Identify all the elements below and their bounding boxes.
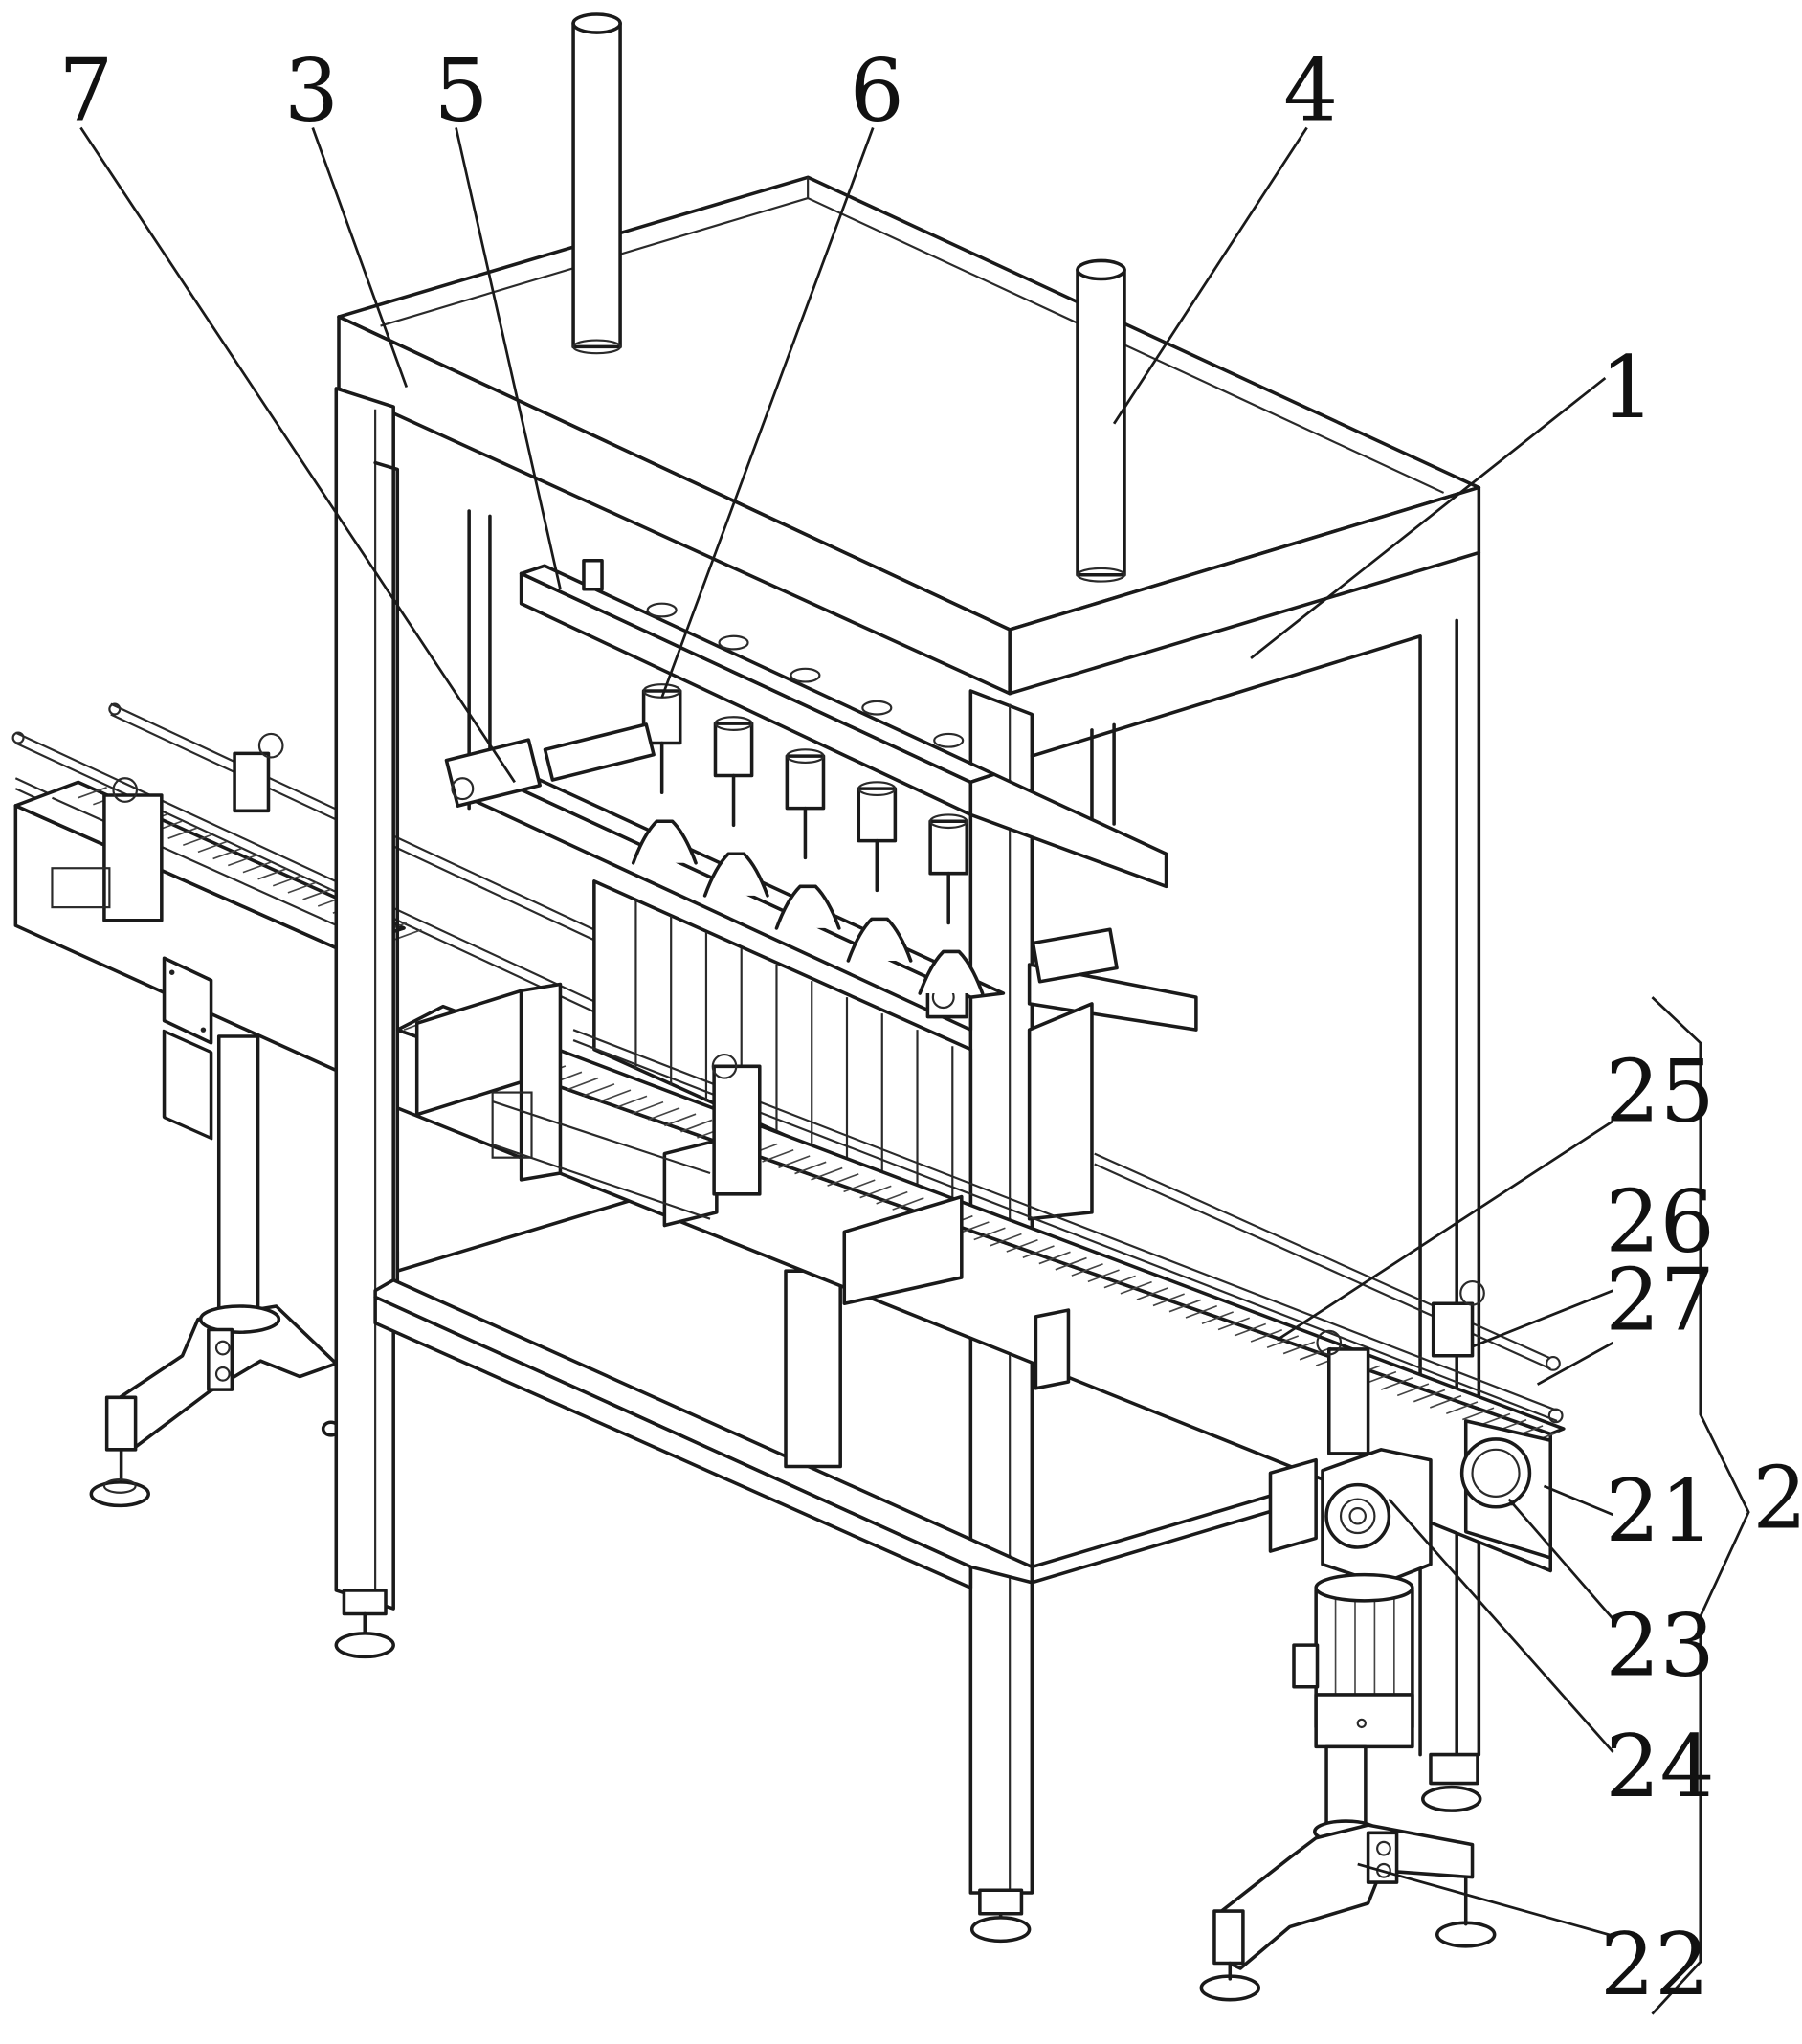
conveyor-slat xyxy=(257,868,287,880)
label-6: 6 xyxy=(850,41,904,141)
conveyor-slat xyxy=(242,860,273,874)
drive-assembly xyxy=(1199,1419,1552,2002)
conveyor-slat xyxy=(648,1107,680,1121)
nozzle-top xyxy=(857,781,897,797)
conveyor-slat xyxy=(1152,1293,1185,1307)
conveyor-slat xyxy=(582,1083,615,1097)
conveyor-slat xyxy=(1055,1256,1087,1271)
bottle-shoulder xyxy=(631,819,698,865)
bottle-shoulder xyxy=(702,852,769,898)
conveyor-slat xyxy=(876,1190,908,1205)
filling-assembly xyxy=(444,558,1198,1469)
conveyor-slat xyxy=(1087,1269,1120,1283)
conveyor-slat xyxy=(811,1166,843,1181)
conveyor-slat xyxy=(183,833,212,847)
label-25: 25 xyxy=(1605,1043,1714,1143)
label-24: 24 xyxy=(1605,1718,1714,1817)
label-22: 22 xyxy=(1600,1916,1709,2015)
nozzle-top xyxy=(929,813,968,830)
conveyor-slat xyxy=(664,1113,697,1127)
conveyor-slat xyxy=(1446,1401,1479,1414)
group-bracket xyxy=(1651,996,1750,2015)
conveyor-slat xyxy=(1413,1389,1446,1403)
conveyor-slat xyxy=(1168,1299,1201,1313)
label-1: 1 xyxy=(1600,339,1655,438)
valve-cap xyxy=(718,634,749,651)
conveyor-slat xyxy=(227,854,257,867)
lift-cylinders xyxy=(571,12,1126,583)
conveyor-slat xyxy=(1217,1317,1250,1331)
conveyor-slat xyxy=(167,827,197,839)
conveyor-slat xyxy=(859,1185,892,1199)
valve-cap xyxy=(861,700,893,716)
conveyor-slat xyxy=(892,1197,924,1211)
conveyor-slat xyxy=(1234,1322,1267,1337)
conveyor-slat xyxy=(1364,1370,1397,1385)
conveyor-slat xyxy=(762,1149,794,1163)
conveyor-slat xyxy=(615,1095,648,1109)
conveyor-main xyxy=(395,982,1566,1573)
conveyor-slat xyxy=(566,1077,599,1091)
conveyor-slat xyxy=(1250,1328,1283,1343)
valve-cap xyxy=(790,667,821,683)
conveyor-slat xyxy=(680,1119,713,1133)
label-21: 21 xyxy=(1605,1462,1714,1562)
conveyor-slat xyxy=(599,1089,632,1103)
conveyor-slat xyxy=(1103,1275,1136,1289)
conveyor-slat xyxy=(827,1173,859,1187)
filling-nozzle xyxy=(857,787,898,843)
filling-nozzle xyxy=(928,819,969,876)
filling-nozzle xyxy=(785,754,826,811)
bottle-shoulder xyxy=(918,949,985,995)
bottle-shoulder xyxy=(774,884,841,930)
label-26: 26 xyxy=(1605,1173,1714,1273)
label-27: 27 xyxy=(1605,1251,1714,1350)
conveyor-slat xyxy=(843,1179,876,1193)
conveyor-slat xyxy=(1201,1311,1234,1324)
conveyor-slat xyxy=(1282,1341,1316,1355)
conveyor-slat xyxy=(1429,1394,1462,1409)
bottle-shoulder xyxy=(846,917,913,963)
conveyor-slat xyxy=(302,888,332,900)
nozzle-top xyxy=(642,683,681,699)
conveyor-slat xyxy=(78,787,107,799)
conveyor-slat xyxy=(272,875,302,887)
conveyor-left-section xyxy=(11,702,600,1508)
conveyor-slat xyxy=(794,1161,827,1175)
label-2: 2 xyxy=(1752,1450,1802,1549)
label-5: 5 xyxy=(434,41,488,141)
callout-labels: 7 3 5 6 4 1 25 26 27 21 2 23 24 22 xyxy=(58,41,1802,2015)
nozzle-top xyxy=(714,716,753,731)
conveyor-slat xyxy=(1022,1245,1055,1259)
conveyor-slat xyxy=(1185,1304,1217,1319)
machine-frame xyxy=(334,175,1482,1944)
label-23: 23 xyxy=(1605,1596,1714,1696)
conveyor-slat xyxy=(973,1227,1006,1241)
valve-cap xyxy=(646,602,678,618)
conveyor-slat xyxy=(1120,1280,1152,1295)
label-7: 7 xyxy=(58,41,113,141)
conveyor-slat xyxy=(990,1233,1022,1247)
conveyor-slat xyxy=(197,840,228,854)
filling-nozzle xyxy=(713,722,754,778)
conveyor-slat xyxy=(287,881,318,894)
leader-lines xyxy=(79,126,1614,1938)
conveyor-slat xyxy=(1006,1239,1038,1253)
conveyor-slat xyxy=(1038,1251,1071,1265)
valve-cap xyxy=(933,732,965,748)
conveyor-slat xyxy=(1266,1335,1300,1349)
conveyor-slat xyxy=(212,847,242,860)
label-3: 3 xyxy=(284,41,339,141)
conveyor-slat xyxy=(1299,1346,1332,1361)
conveyor-slat xyxy=(632,1100,664,1115)
conveyor-slat xyxy=(778,1155,811,1169)
conveyor-slat xyxy=(1136,1287,1168,1300)
nozzle-top xyxy=(786,748,825,765)
label-4: 4 xyxy=(1283,41,1338,141)
conveyor-slat xyxy=(1462,1407,1495,1421)
conveyor-slat xyxy=(1396,1383,1430,1397)
conveyor-slat xyxy=(1071,1263,1103,1277)
conveyor-slat xyxy=(1380,1377,1413,1390)
